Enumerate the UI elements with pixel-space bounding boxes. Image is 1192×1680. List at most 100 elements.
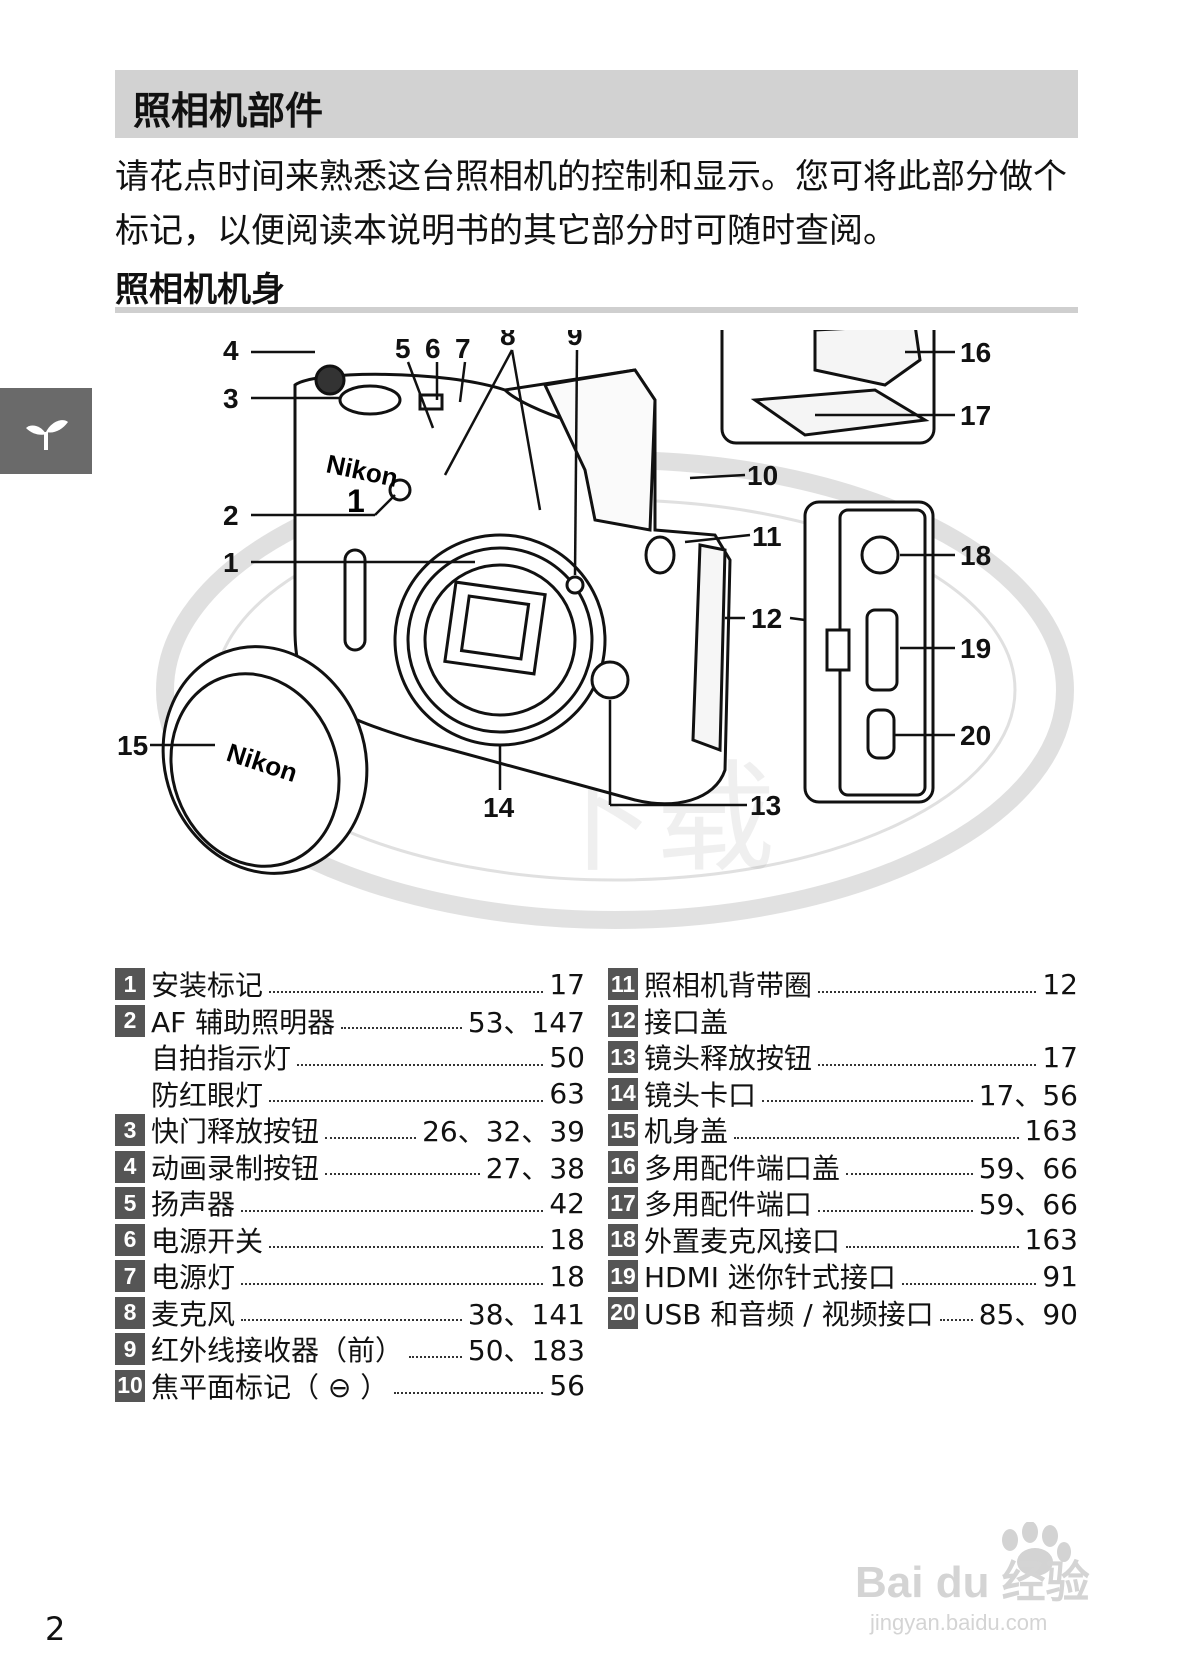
legend-number: 7 — [115, 1260, 145, 1293]
legend-page: 18 — [549, 1223, 585, 1257]
legend-number: 8 — [115, 1296, 145, 1329]
legend-page: 26、32、39 — [422, 1115, 585, 1149]
legend-label: 外置麦克风接口 — [644, 1224, 841, 1258]
legend-label: 照相机背带圈 — [644, 969, 813, 1003]
leader-dots — [901, 1282, 1037, 1285]
callout-4: 4 — [223, 335, 239, 366]
callout-7: 7 — [455, 333, 471, 364]
legend-page: 42 — [549, 1186, 585, 1220]
callout-2: 2 — [223, 500, 239, 531]
legend-page: 50 — [549, 1040, 585, 1074]
leader-dots — [762, 1099, 973, 1103]
leader-dots — [846, 1245, 1019, 1249]
leader-dots — [297, 1063, 544, 1066]
legend-label: USB 和音频 / 视频接口 — [644, 1297, 934, 1331]
section-title: 照相机部件 — [133, 89, 324, 133]
legend-number: 15 — [608, 1114, 638, 1147]
callout-1: 1 — [223, 547, 239, 578]
camera-body — [293, 364, 732, 806]
legend-page: 53、147 — [467, 1005, 585, 1039]
legend-number — [115, 1041, 145, 1073]
page-number: 2 — [45, 1610, 66, 1648]
legend-number: 5 — [115, 1187, 145, 1220]
legend-page: 12 — [1042, 967, 1078, 1001]
section-title-bar: 照相机部件 — [115, 70, 1078, 138]
callout-12: 12 — [751, 603, 782, 634]
legend-label: 接口盖 — [644, 1005, 729, 1039]
legend-number: 2 — [115, 1004, 145, 1037]
legend-number: 4 — [115, 1150, 145, 1183]
callout-18: 18 — [960, 540, 991, 571]
callout-8: 8 — [500, 330, 516, 351]
legend-label: 安装标记 — [151, 969, 264, 1003]
legend-label: HDMI 迷你针式接口 — [644, 1261, 896, 1295]
legend-label: 多用配件端口盖 — [644, 1151, 841, 1185]
legend-label: 红外线接收器（前） — [151, 1334, 404, 1368]
legend-number: 16 — [608, 1150, 638, 1183]
callout-9: 9 — [567, 330, 583, 351]
legend-row: 自拍指示灯 50 — [115, 1039, 585, 1076]
callout-11: 11 — [752, 521, 782, 552]
legend-page: 17 — [1042, 1040, 1078, 1074]
legend-page: 17、56 — [978, 1078, 1078, 1112]
leader-dots — [341, 1026, 462, 1030]
baidu-url-text: jingyan.baidu.com — [869, 1610, 1047, 1635]
leader-dots — [325, 1172, 480, 1176]
leader-dots — [241, 1282, 544, 1285]
leader-dots — [241, 1209, 544, 1212]
legend-number: 19 — [608, 1260, 638, 1293]
legend-label: 防红眼灯 — [151, 1078, 264, 1112]
legend-page: 59、66 — [978, 1151, 1078, 1185]
legend-number: 11 — [608, 968, 638, 1001]
callout-14: 14 — [483, 792, 515, 823]
callout-3: 3 — [223, 383, 239, 414]
leader-dots — [241, 1318, 462, 1322]
baidu-watermark: Bai du 经验 jingyan.baidu.com — [850, 1521, 1150, 1646]
callout-16: 16 — [960, 337, 991, 368]
legend-page: 38、141 — [467, 1297, 585, 1331]
legend-page: 163 — [1024, 1223, 1078, 1257]
legend-label: 快门释放按钮 — [151, 1115, 320, 1149]
legend-number — [115, 1078, 145, 1110]
leader-dots — [818, 990, 1037, 993]
legend-label: 焦平面标记（ ⊖ ） — [151, 1370, 389, 1404]
legend-label: 电源灯 — [151, 1261, 236, 1295]
legend-number: 3 — [115, 1114, 145, 1147]
legend-label: AF 辅助照明器 — [151, 1005, 336, 1039]
leader-dots — [846, 1172, 973, 1176]
callout-5: 5 — [395, 333, 411, 364]
leader-dots — [394, 1391, 544, 1395]
leader-dots — [818, 1209, 973, 1212]
legend-number: 9 — [115, 1333, 145, 1366]
legend-label: 自拍指示灯 — [151, 1042, 292, 1076]
legend-page: 56 — [549, 1369, 585, 1403]
accessory-port-inset — [720, 313, 936, 445]
legend-number: 6 — [115, 1223, 145, 1256]
leader-dots — [269, 1099, 544, 1103]
callout-17: 17 — [960, 400, 991, 431]
callout-10: 10 — [747, 460, 778, 491]
callout-13: 13 — [750, 790, 781, 821]
legend-number: 10 — [115, 1369, 145, 1402]
legend-label: 镜头释放按钮 — [644, 1042, 813, 1076]
legend-number: 1 — [115, 968, 145, 1001]
sprout-icon — [26, 420, 68, 450]
